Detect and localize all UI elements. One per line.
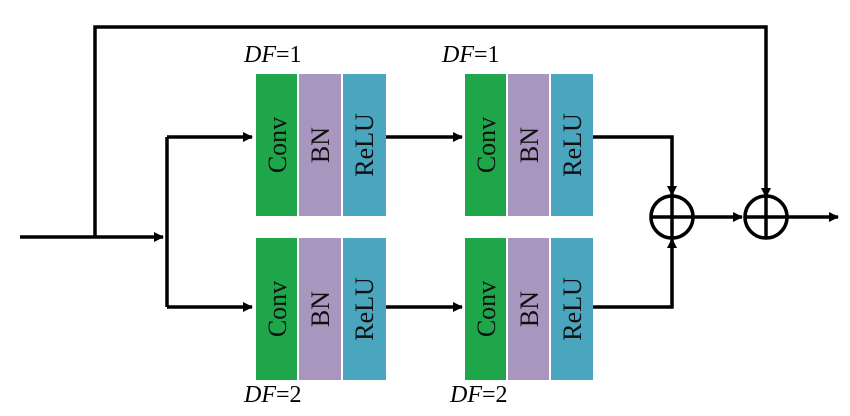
relu-label: ReLU (558, 113, 587, 177)
upper-block-2: Conv BN ReLU DF=1 (441, 42, 593, 216)
relu-label: ReLU (350, 113, 379, 177)
bn-layer (298, 238, 342, 380)
connections (20, 25, 839, 312)
dilation-factor-label: DF=1 (243, 42, 302, 68)
dilation-factor-label: DF=2 (243, 382, 302, 408)
bn-layer (298, 74, 342, 216)
relu-layer (342, 74, 386, 216)
conv-label: Conv (263, 117, 292, 173)
conv-label: Conv (263, 281, 292, 337)
skip-connection (93, 25, 771, 237)
bn-label: BN (306, 127, 335, 163)
bn-label: BN (306, 291, 335, 327)
lower-branch-out (593, 238, 677, 309)
conv-layer (256, 74, 298, 216)
dilation-factor-label: DF=2 (449, 382, 508, 408)
bn-label: BN (515, 127, 544, 163)
relu-layer (550, 238, 593, 380)
residual-sum-node (743, 194, 789, 240)
relu-label: ReLU (558, 277, 587, 341)
relu-layer (342, 238, 386, 380)
lower-block-2: Conv BN ReLU DF=2 (449, 238, 593, 408)
branch-sum-node (649, 194, 695, 240)
bn-layer (507, 238, 550, 380)
upper-branch-out (593, 135, 677, 196)
relu-label: ReLU (350, 277, 379, 341)
conv-layer (465, 238, 507, 380)
lower-block-1: Conv BN ReLU DF=2 (243, 238, 386, 408)
conv-label: Conv (472, 117, 501, 173)
conv-layer (256, 238, 298, 380)
relu-layer (550, 74, 593, 216)
bn-layer (507, 74, 550, 216)
dilation-factor-label: DF=1 (441, 42, 500, 68)
bn-label: BN (515, 291, 544, 327)
conv-layer (465, 74, 507, 216)
conv-label: Conv (472, 281, 501, 337)
upper-block-1: Conv BN ReLU DF=1 (243, 42, 386, 216)
